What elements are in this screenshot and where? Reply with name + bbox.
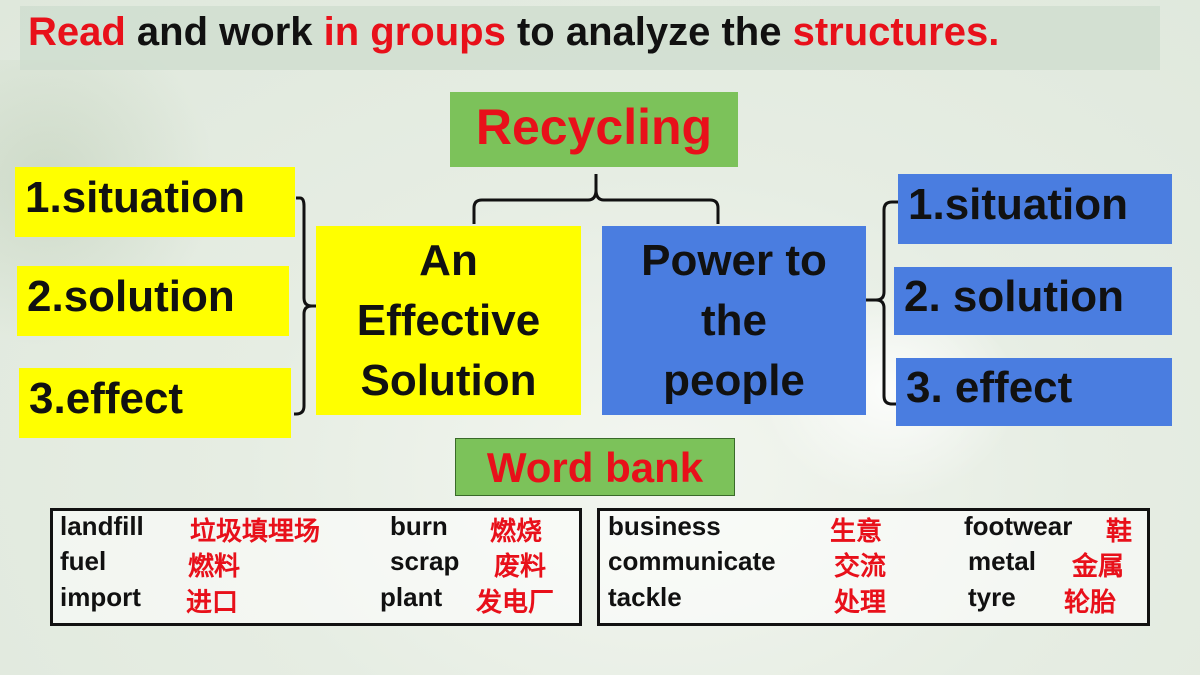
word-zh: 金属 <box>1072 552 1125 582</box>
word-zh: 轮胎 <box>1064 588 1117 618</box>
right-article-title-line-2: the <box>701 295 767 345</box>
word-zh: 燃料 <box>188 552 241 582</box>
word-en: landfill <box>60 511 144 541</box>
left-article-title-line-1: An <box>419 235 478 285</box>
word-en: communicate <box>608 546 776 576</box>
word-zh: 废料 <box>494 552 547 582</box>
word-en: metal <box>968 546 1036 576</box>
root-brace <box>472 174 720 224</box>
word-zh: 鞋 <box>1106 517 1133 547</box>
left-article-title-line-2: Effective <box>356 295 541 345</box>
right-item-solution: 2. solution <box>894 267 1172 335</box>
right-article-title-line-3: people <box>663 355 805 405</box>
word-zh: 生意 <box>830 517 883 547</box>
root-node-recycling: Recycling <box>450 92 738 167</box>
right-item-effect: 3. effect <box>896 358 1172 426</box>
left-item-effect: 3.effect <box>19 368 291 438</box>
word-zh: 进口 <box>186 588 239 618</box>
left-item-solution: 2.solution <box>17 266 289 336</box>
word-en: fuel <box>60 546 107 576</box>
title-bar <box>20 6 1160 70</box>
word-en: footwear <box>964 511 1073 541</box>
word-en: plant <box>380 582 443 612</box>
title-part-to-analyze: to analyze the <box>505 10 793 54</box>
title-part-read: Read <box>28 10 126 54</box>
left-item-situation: 1.situation <box>15 167 295 237</box>
word-zh: 燃烧 <box>490 517 543 547</box>
title-part-and-work: and work <box>125 10 324 54</box>
right-article-title: Power to the people <box>602 226 866 415</box>
right-item-situation: 1.situation <box>898 174 1172 244</box>
word-en: business <box>608 511 721 541</box>
word-bank-box-right <box>597 508 1150 626</box>
word-en: tyre <box>968 582 1016 612</box>
word-zh: 发电厂 <box>476 588 555 618</box>
left-article-title-line-3: Solution <box>360 355 537 405</box>
slide-title: Read and work in groups to analyze the s… <box>28 10 999 55</box>
title-part-in-groups: in groups <box>323 10 506 54</box>
word-en: tackle <box>608 582 682 612</box>
left-bracket <box>294 196 318 416</box>
word-en: burn <box>390 511 448 541</box>
word-zh: 垃圾填埋场 <box>190 517 321 547</box>
word-bank-box-left <box>50 508 582 626</box>
word-zh: 处理 <box>834 588 887 618</box>
word-en: scrap <box>390 546 460 576</box>
word-en: import <box>60 582 141 612</box>
word-bank-label: Word bank <box>455 438 735 496</box>
left-article-title: An Effective Solution <box>316 226 581 415</box>
right-bracket <box>866 200 898 406</box>
right-article-title-line-1: Power to <box>641 235 827 285</box>
word-zh: 交流 <box>834 552 887 582</box>
title-part-structures: structures. <box>792 10 1000 54</box>
